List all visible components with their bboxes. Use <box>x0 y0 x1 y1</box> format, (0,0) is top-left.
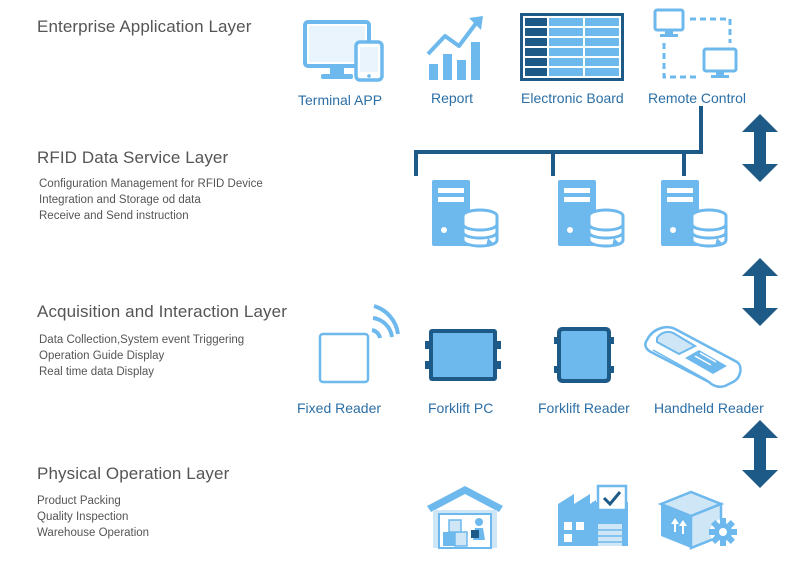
desc-line: Operation Guide Display <box>39 350 165 362</box>
app-label-remote-control: Remote Control <box>648 90 747 106</box>
layer-title-acquisition: Acquisition and Interaction Layer <box>37 302 287 321</box>
desc-line: Real time data Display <box>39 366 155 378</box>
device-label-forklift-pc: Forklift PC <box>428 400 494 416</box>
desc-line: Warehouse Operation <box>37 527 150 539</box>
layer-desc-physical: Product Packing Quality Inspection Wareh… <box>37 493 149 541</box>
board-cell <box>585 48 619 56</box>
board-cell <box>585 68 619 76</box>
board-cell <box>525 48 547 56</box>
board-cell <box>549 58 583 66</box>
board-cell <box>585 18 619 26</box>
board-cell <box>549 28 583 36</box>
board-cell <box>549 68 583 76</box>
fixed-reader-icon <box>318 304 400 384</box>
board-cell <box>525 28 547 36</box>
desc-line: Integration and Storage od data <box>39 194 201 206</box>
layer-title-physical: Physical Operation Layer <box>37 464 230 483</box>
device-label-forklift-reader: Forklift Reader <box>538 400 630 416</box>
board-cell <box>525 18 547 26</box>
board-cell <box>549 38 583 46</box>
board-cell <box>585 58 619 66</box>
remote-control-icon <box>653 8 738 79</box>
device-label-handheld-reader: Handheld Reader <box>654 400 764 416</box>
layer-title-rfid-service: RFID Data Service Layer <box>37 148 229 167</box>
desc-line: Configuration Management for RFID Device <box>39 178 263 190</box>
device-label-fixed-reader: Fixed Reader <box>297 400 382 416</box>
database-server-icon <box>558 180 625 248</box>
handheld-reader-icon <box>644 326 742 389</box>
double-arrow-icon <box>742 114 778 182</box>
desc-line: Data Collection,System event Triggering <box>39 334 245 346</box>
board-cell <box>585 28 619 36</box>
forklift-pc-icon <box>425 329 501 381</box>
database-server-icon <box>661 180 728 248</box>
report-chart-icon <box>426 16 483 80</box>
layer-title-enterprise: Enterprise Application Layer <box>37 17 252 36</box>
layer-desc-rfid-service: Configuration Management for RFID Device… <box>39 176 263 224</box>
product-packing-icon <box>657 490 737 550</box>
board-cell <box>525 38 547 46</box>
warehouse-icon <box>427 486 503 549</box>
board-cell <box>585 38 619 46</box>
double-arrow-icon <box>742 258 778 326</box>
app-label-terminal: Terminal APP <box>298 92 383 108</box>
quality-inspection-icon <box>558 484 628 546</box>
desc-line: Quality Inspection <box>37 511 129 523</box>
forklift-reader-icon <box>554 327 614 383</box>
database-server-icon <box>432 180 499 248</box>
desc-line: Product Packing <box>37 495 121 507</box>
electronic-board-icon <box>520 13 624 81</box>
gear-icon <box>709 518 737 546</box>
board-cell <box>525 68 547 76</box>
board-cell <box>549 18 583 26</box>
layer-desc-acquisition: Data Collection,System event Triggering … <box>39 332 244 380</box>
app-label-report: Report <box>431 90 474 106</box>
desc-line: Receive and Send instruction <box>39 210 189 222</box>
terminal-app-icon <box>303 20 384 82</box>
board-cell <box>549 48 583 56</box>
double-arrow-icon <box>742 420 778 488</box>
app-label-electronic-board: Electronic Board <box>521 90 624 106</box>
board-cell <box>525 58 547 66</box>
